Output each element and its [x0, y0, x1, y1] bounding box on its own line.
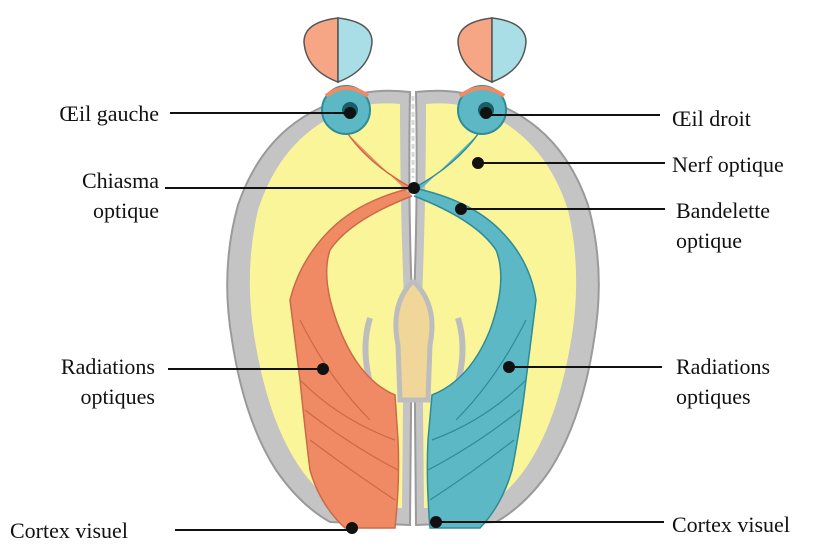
label-right-radiations-line1: Radiations — [676, 354, 770, 380]
label-optic-tract-line2: optique — [676, 228, 742, 254]
label-left-eye: Œil gauche — [59, 101, 159, 127]
left-visual-field — [304, 18, 372, 82]
label-chiasma-line1: Chiasma — [82, 168, 159, 194]
label-right-cortex: Cortex visuel — [672, 512, 790, 538]
label-left-cortex: Cortex visuel — [10, 518, 128, 544]
right-visual-field — [458, 18, 526, 82]
label-left-radiations-line1: Radiations — [61, 354, 155, 380]
central-ventricle — [396, 282, 432, 400]
label-chiasma-line2: optique — [93, 198, 159, 224]
label-optic-tract-line1: Bandelette — [676, 198, 770, 224]
label-left-radiations-line2: optiques — [80, 384, 155, 410]
label-right-eye: Œil droit — [672, 106, 751, 132]
label-optic-nerve: Nerf optique — [672, 152, 784, 178]
label-right-radiations-line2: optiques — [676, 384, 751, 410]
